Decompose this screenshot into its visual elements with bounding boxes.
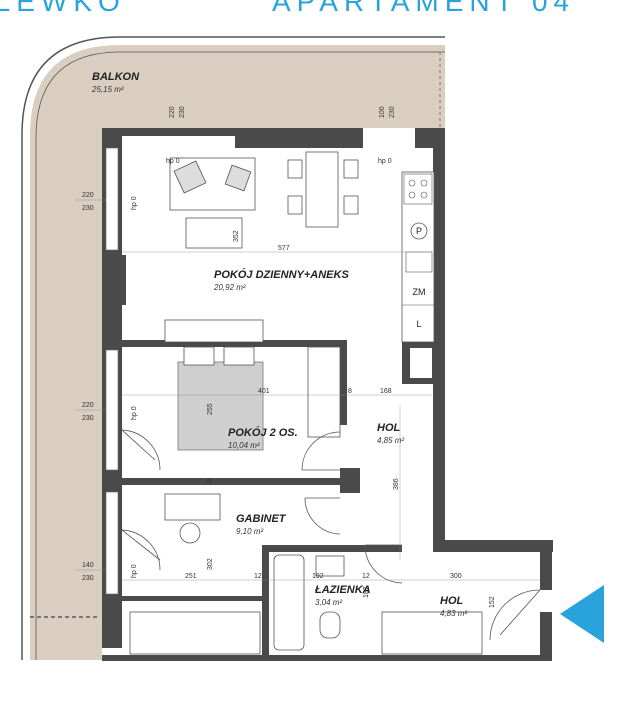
- dim-187: 187: [363, 586, 370, 598]
- dining-set: [287, 151, 359, 228]
- label-gabinet: GABINET: [236, 513, 287, 525]
- area-pokoj-dzienny: 20,92 m²: [213, 283, 246, 292]
- area-hol-1: 4,85 m²: [377, 436, 404, 445]
- balcony-rail: [21, 36, 445, 660]
- hp-a: hp 0: [166, 158, 180, 165]
- chair-icon: [179, 522, 201, 544]
- dim-168: 168: [380, 388, 392, 395]
- header-right: APARTAMENT 04: [272, 0, 576, 17]
- entrance-arrow-icon: [560, 585, 604, 643]
- sink-icon: [405, 251, 433, 273]
- dim-8b: 8: [207, 478, 214, 482]
- wh-2b: 230: [82, 415, 94, 422]
- hp-b: hp 0: [378, 158, 392, 165]
- shaft-interior: [410, 348, 432, 378]
- desk: [164, 493, 221, 521]
- toilet-icon: [319, 611, 341, 639]
- dim-386: 386: [393, 478, 400, 490]
- wh-3b: 230: [82, 575, 94, 582]
- area-hol-2: 4,83 m²: [440, 609, 467, 618]
- fixture-zm: ZM: [413, 287, 426, 297]
- pillow-left: [183, 346, 215, 366]
- tv-stand: [164, 319, 264, 343]
- dim-12b: 12: [362, 573, 370, 580]
- dim-152: 152: [489, 596, 496, 608]
- dim-352: 352: [233, 230, 240, 242]
- label-pokoj-2: POKÓJ 2 OS.: [228, 426, 298, 439]
- sofa-icon: [169, 157, 256, 211]
- wh-1b: 230: [82, 205, 94, 212]
- fixture-l: L: [416, 319, 421, 329]
- dim-577: 577: [278, 245, 290, 252]
- wh-top1: 220: [169, 106, 176, 118]
- label-balkon: BALKON: [92, 71, 140, 83]
- coffee-table: [185, 217, 243, 249]
- cooktop: [403, 173, 433, 205]
- area-balkon: 25,15 m²: [91, 85, 124, 94]
- wardrobe-bottom-right: [381, 611, 483, 655]
- walls: [102, 128, 553, 661]
- header-left: KLEWKO: [0, 0, 126, 17]
- wh-top1b: 230: [179, 106, 186, 118]
- label-lazienka: ŁAZIENKA: [314, 584, 371, 596]
- dim-300: 300: [450, 573, 462, 580]
- dim-255: 255: [207, 403, 214, 415]
- wardrobe-bottom-left: [129, 611, 261, 655]
- burners-icon: [408, 179, 428, 199]
- dim-8a: 8: [348, 388, 352, 395]
- area-pokoj-2: 10,04 m²: [228, 441, 260, 450]
- bathtub-icon: [273, 554, 305, 651]
- bed: [177, 361, 264, 451]
- p-circle: [410, 222, 428, 240]
- pillow-right: [223, 346, 255, 366]
- windows-left: [105, 147, 119, 595]
- label-hol-2: HOL: [440, 595, 464, 607]
- balcony-rail-inner: [35, 51, 445, 660]
- wh-1: 220: [82, 192, 94, 199]
- dim-192: 192: [312, 573, 324, 580]
- wh-top2: 100: [379, 106, 386, 118]
- hp-d: hp 0: [131, 406, 138, 420]
- wh-3: 140: [82, 562, 94, 569]
- hp-c: hp 0: [131, 196, 138, 210]
- doors: [121, 429, 541, 641]
- area-gabinet: 9,10 m²: [236, 527, 263, 536]
- wardrobe: [307, 346, 341, 438]
- hp-e: hp 0: [131, 564, 138, 578]
- dim-401: 401: [258, 388, 270, 395]
- fixture-p: P: [416, 226, 422, 236]
- dim-251: 251: [185, 573, 197, 580]
- wh-top2b: 230: [389, 106, 396, 118]
- balcony-area: [30, 45, 445, 660]
- area-lazienka: 3,04 m²: [315, 598, 342, 607]
- dim-12a: 12: [254, 573, 262, 580]
- dimension-lines: [75, 199, 540, 581]
- wh-2: 220: [82, 402, 94, 409]
- label-hol-1: HOL: [377, 422, 401, 434]
- dim-302: 302: [207, 558, 214, 570]
- label-pokoj-dzienny: POKÓJ DZIENNY+ANEKS: [214, 268, 349, 281]
- washbasin-icon: [315, 555, 345, 577]
